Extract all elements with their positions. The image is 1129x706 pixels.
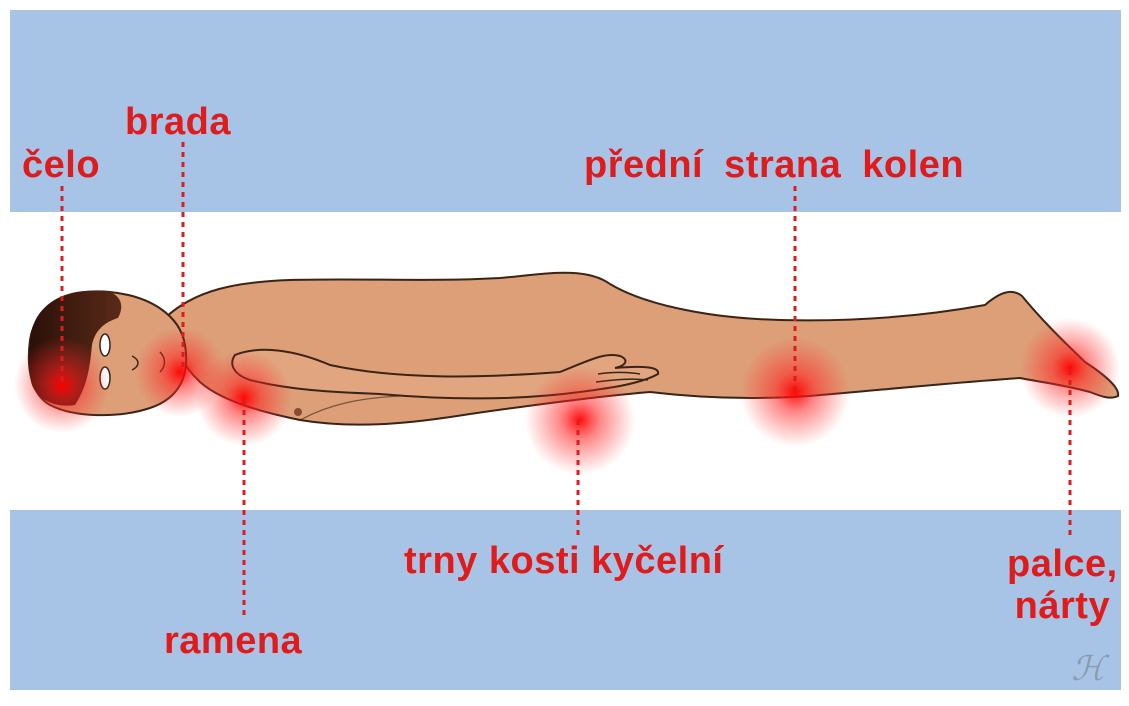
bottom-band bbox=[10, 510, 1121, 690]
label-palce-line1: palce, bbox=[1007, 544, 1118, 586]
label-palce-narty: palce, nárty bbox=[1007, 544, 1118, 628]
pressure-point-kolena bbox=[740, 337, 850, 447]
pressure-point-trny bbox=[525, 365, 635, 475]
label-palce-line2: nárty bbox=[1007, 586, 1118, 628]
label-brada: brada bbox=[125, 103, 231, 141]
label-predni-strana-kolen: přední strana kolen bbox=[584, 146, 964, 184]
label-trny-kosti-kycelni: trny kosti kyčelní bbox=[404, 542, 723, 580]
pressure-point-celo bbox=[14, 337, 110, 433]
label-celo: čelo bbox=[22, 146, 100, 184]
label-ramena: ramena bbox=[164, 622, 302, 660]
nipple-icon bbox=[294, 408, 302, 416]
signature-mark: ℋ bbox=[1071, 649, 1105, 689]
eye-icon bbox=[100, 334, 110, 356]
